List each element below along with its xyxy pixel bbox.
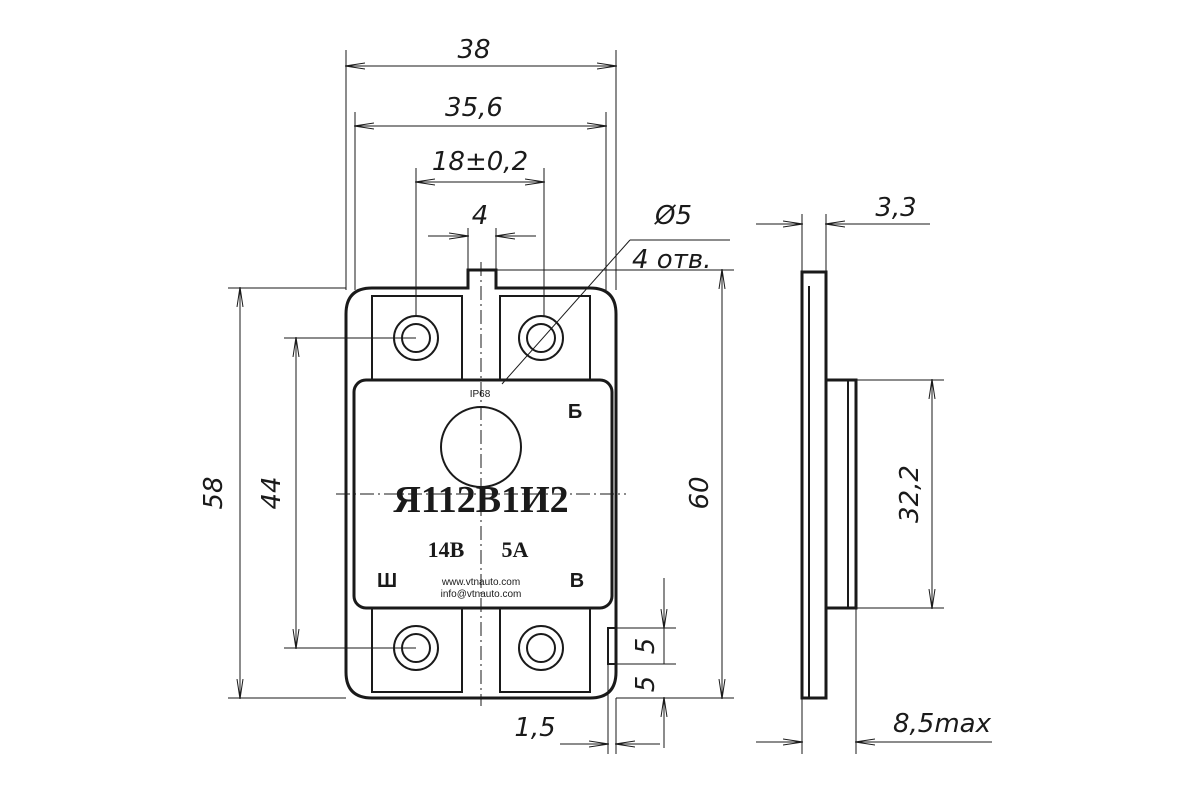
front-dimensions: 38 35,6 18±0,2 4 Ø5 4 отв. 58 44 <box>199 35 734 754</box>
dim-width-inner: 35,6 <box>445 93 503 123</box>
rated-current: 5А <box>502 537 529 562</box>
dim-depth-max: 8,5max <box>893 709 992 739</box>
dim-height-overall: 58 <box>199 476 229 509</box>
terminal-label-b: Б <box>568 401 582 423</box>
terminal-label-v: В <box>570 570 584 592</box>
side-view: 3,3 32,2 8,5max <box>756 193 992 754</box>
dim-tab-size-2: 5 <box>631 676 661 693</box>
dim-width-overall: 38 <box>457 35 490 65</box>
side-tab <box>607 627 616 665</box>
terminal-pad-bottom-left <box>371 607 463 693</box>
side-plate <box>800 270 828 700</box>
front-view: IP68 Б Я112В1И2 14В 5А Ш В www.vtnauto.c… <box>336 262 626 706</box>
dim-height-total: 60 <box>685 476 715 509</box>
mounting-hole-bottom-right <box>518 625 564 671</box>
dim-hole-pitch: 18±0,2 <box>432 147 528 177</box>
rated-voltage: 14В <box>428 537 465 562</box>
ip-rating: IP68 <box>470 389 491 400</box>
dim-tab-size-1: 5 <box>631 638 661 655</box>
terminal-pad-top-right <box>499 295 591 381</box>
dim-thickness: 3,3 <box>875 193 916 223</box>
dim-notch-width: 4 <box>472 201 489 231</box>
dim-body-height: 32,2 <box>895 465 925 523</box>
terminal-pad-bottom-right <box>499 607 591 693</box>
side-body <box>826 378 858 610</box>
dim-hole-diameter: Ø5 <box>654 201 692 231</box>
model-name: Я112В1И2 <box>393 479 568 521</box>
mounting-hole-top-right <box>518 315 564 361</box>
email: info@vtnauto.com <box>441 589 522 600</box>
dim-hole-vertical-pitch: 44 <box>257 476 287 509</box>
website: www.vtnauto.com <box>441 577 520 588</box>
dim-tab-offset: 1,5 <box>514 713 555 743</box>
terminal-label-sh: Ш <box>377 570 397 592</box>
plate-outline <box>344 268 618 700</box>
